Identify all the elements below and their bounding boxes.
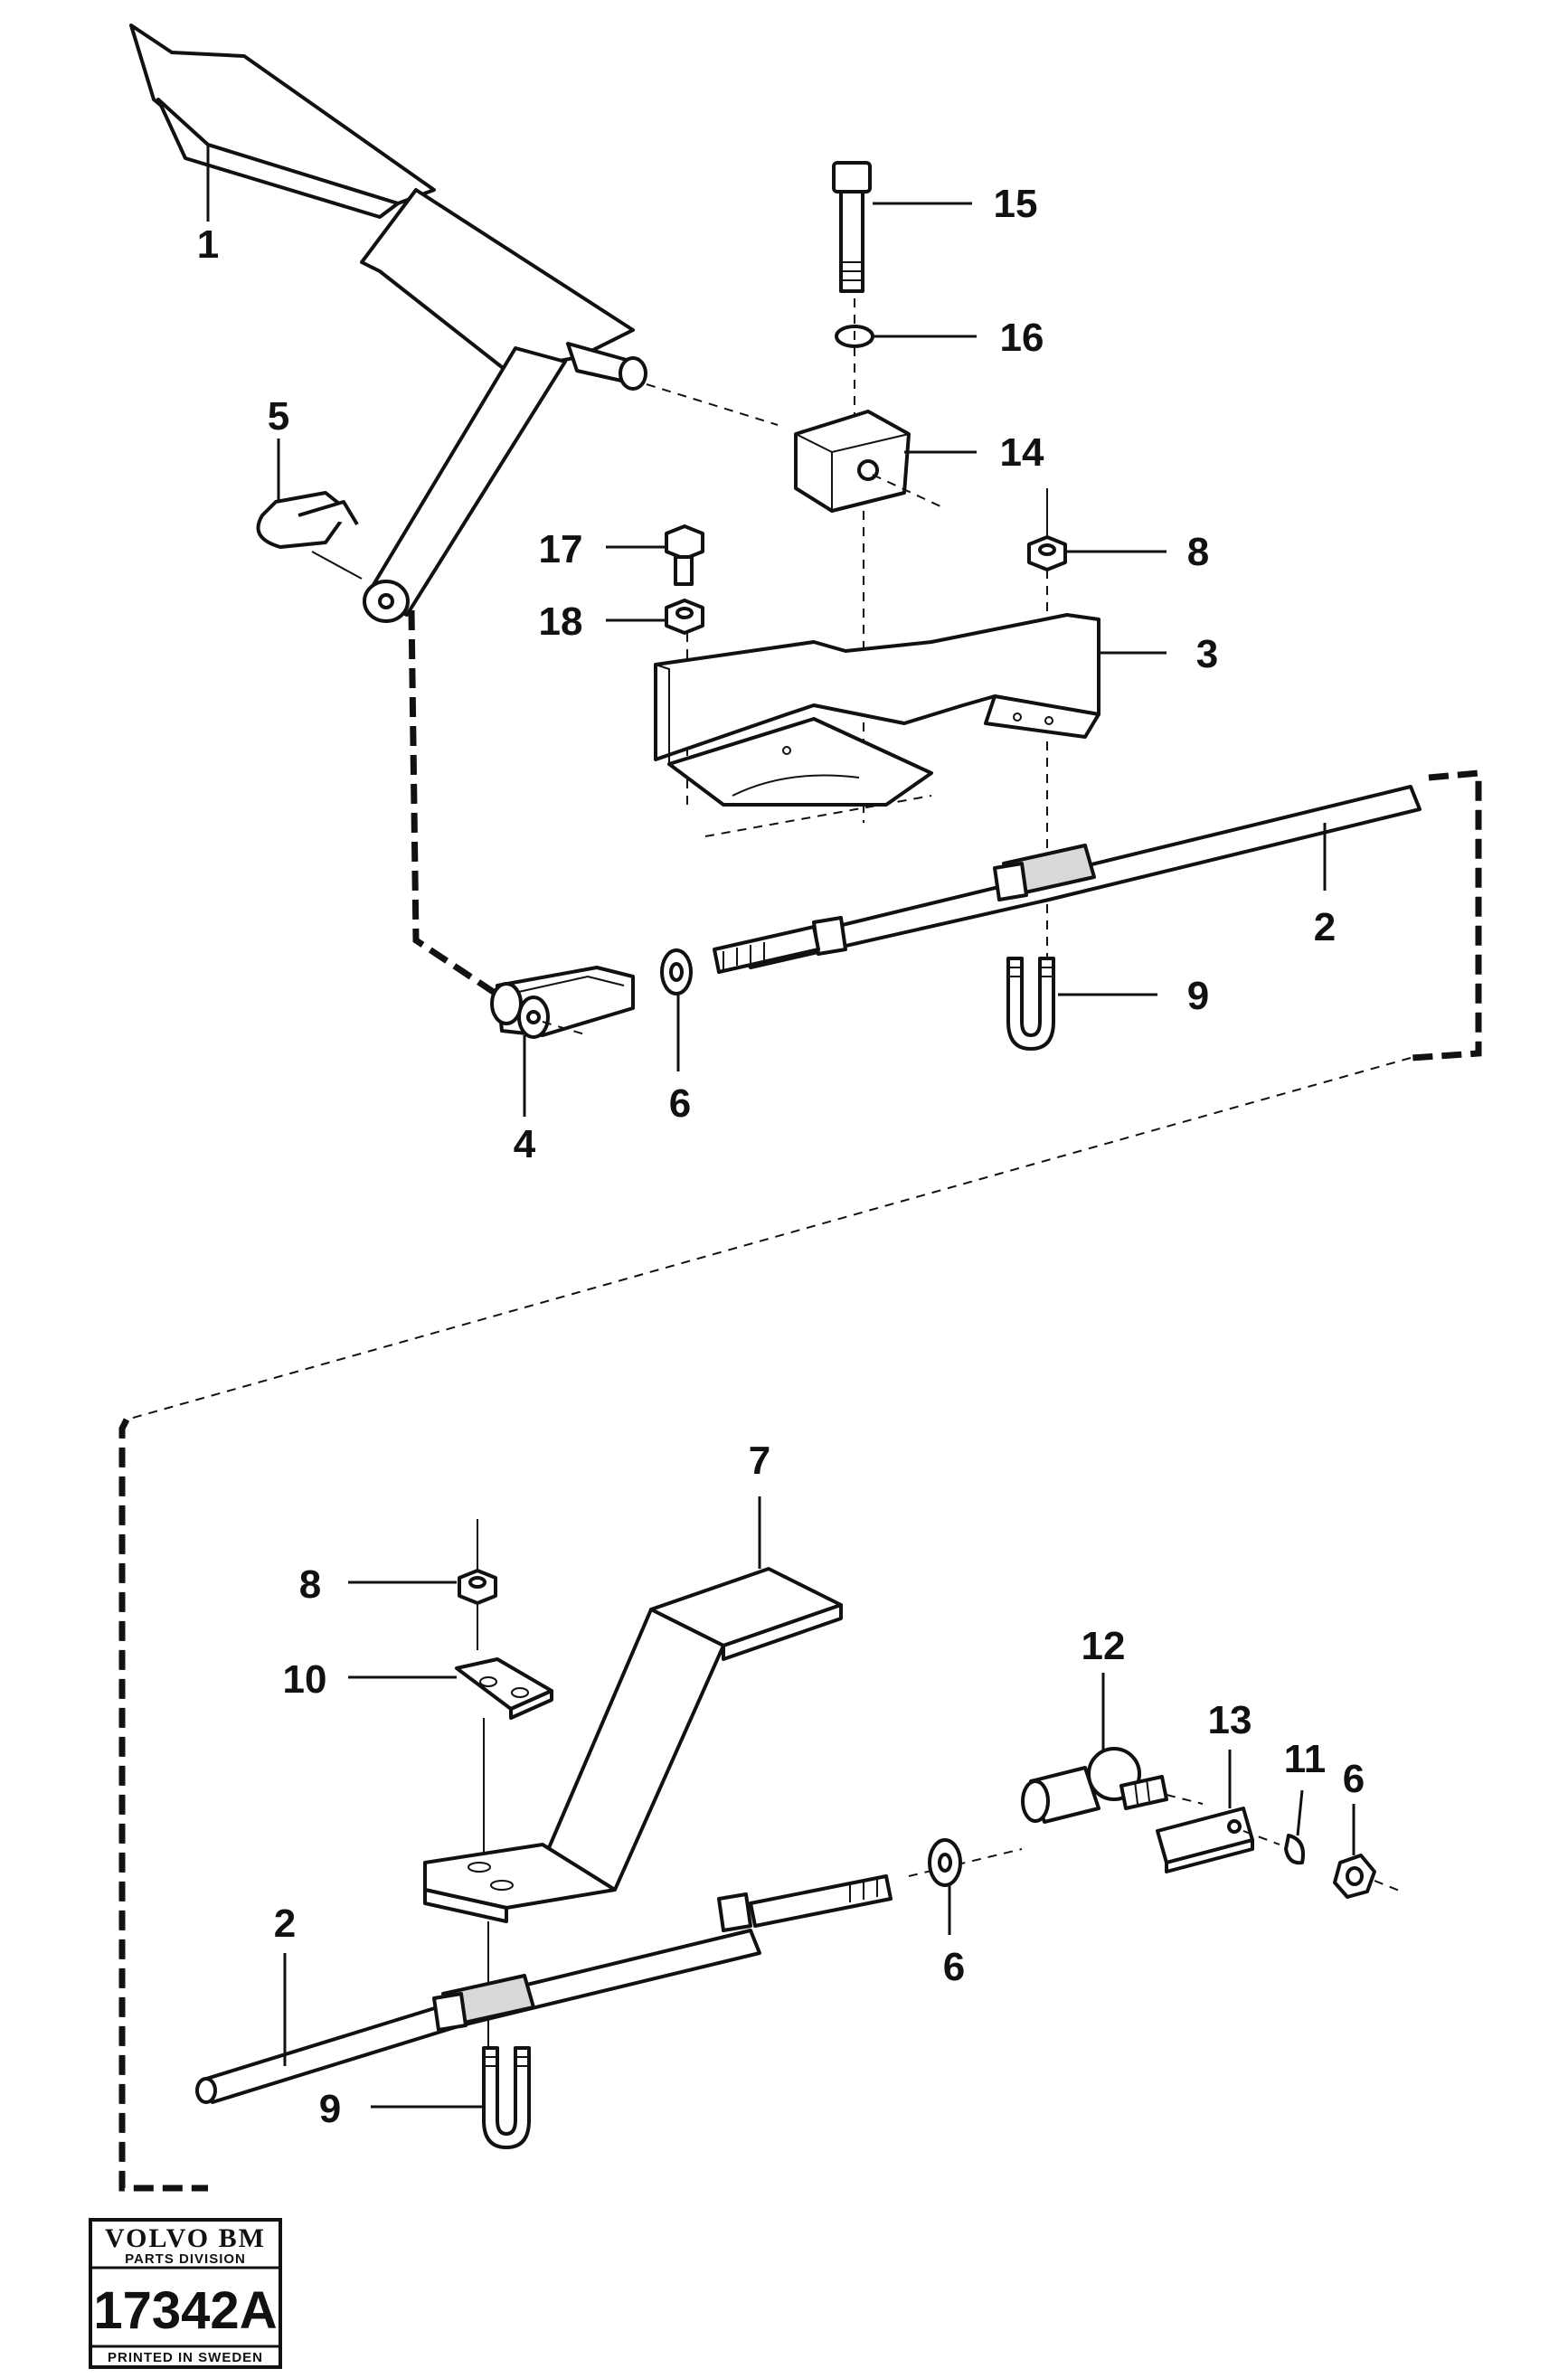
mounting-block bbox=[794, 410, 911, 513]
clevis bbox=[490, 966, 635, 1039]
callout-11: 11 bbox=[1284, 1737, 1327, 1781]
pedal-lever bbox=[129, 24, 647, 623]
callout-17: 17 bbox=[539, 527, 583, 571]
control-cable-lower bbox=[195, 1874, 893, 2104]
callout-5: 5 bbox=[268, 394, 289, 439]
u-bolt-top bbox=[1006, 957, 1055, 1051]
small-nut-right bbox=[1027, 535, 1067, 571]
support-bracket bbox=[423, 1567, 843, 1923]
callout-14: 14 bbox=[1000, 430, 1044, 475]
lock-nut-right bbox=[1333, 1854, 1376, 1899]
callout-9-top: 9 bbox=[1187, 974, 1209, 1018]
spring-clip bbox=[256, 491, 359, 549]
lever-plate bbox=[1156, 1807, 1254, 1873]
callout-10: 10 bbox=[283, 1657, 327, 1702]
callout-6-top: 6 bbox=[669, 1081, 691, 1126]
callout-15: 15 bbox=[994, 182, 1038, 226]
small-bolt bbox=[665, 524, 704, 586]
split-pin bbox=[1284, 1834, 1305, 1865]
callout-2-bottom: 2 bbox=[274, 1901, 296, 1946]
callout-2-top: 2 bbox=[1314, 905, 1336, 949]
stamp-brand: VOLVO BM bbox=[105, 2223, 266, 2253]
u-bolt-bottom bbox=[482, 2046, 531, 2149]
parts-division-stamp: VOLVO BM PARTS DIVISION 17342A PRINTED I… bbox=[89, 2218, 282, 2369]
stamp-division: PARTS DIVISION bbox=[125, 2251, 246, 2267]
clamp-plate bbox=[455, 1657, 553, 1720]
control-cable-upper bbox=[713, 785, 1422, 974]
callout-8-top: 8 bbox=[1187, 530, 1209, 574]
small-nut-left bbox=[665, 599, 704, 635]
callout-4: 4 bbox=[514, 1122, 536, 1166]
stamp-number: 17342A bbox=[93, 2281, 277, 2340]
callout-12: 12 bbox=[1082, 1624, 1126, 1668]
callout-6-bottom: 6 bbox=[943, 1945, 965, 1989]
stamp-printed: PRINTED IN SWEDEN bbox=[108, 2350, 263, 2365]
jam-nut-top bbox=[660, 948, 693, 996]
callout-3: 3 bbox=[1196, 632, 1218, 676]
small-nut-bottom bbox=[458, 1569, 497, 1605]
cable-bracket bbox=[654, 613, 1100, 807]
bolt-top bbox=[832, 161, 872, 293]
ball-joint bbox=[1021, 1747, 1168, 1824]
callout-7: 7 bbox=[749, 1439, 770, 1483]
callout-8-bottom: 8 bbox=[299, 1562, 321, 1607]
callout-9-bottom: 9 bbox=[319, 2087, 341, 2131]
callout-1: 1 bbox=[197, 222, 219, 267]
callout-16: 16 bbox=[1000, 316, 1044, 360]
jam-nut-bottom bbox=[928, 1838, 962, 1887]
callout-13: 13 bbox=[1208, 1698, 1252, 1742]
callout-18: 18 bbox=[539, 599, 583, 644]
callout-6-right: 6 bbox=[1343, 1757, 1365, 1801]
